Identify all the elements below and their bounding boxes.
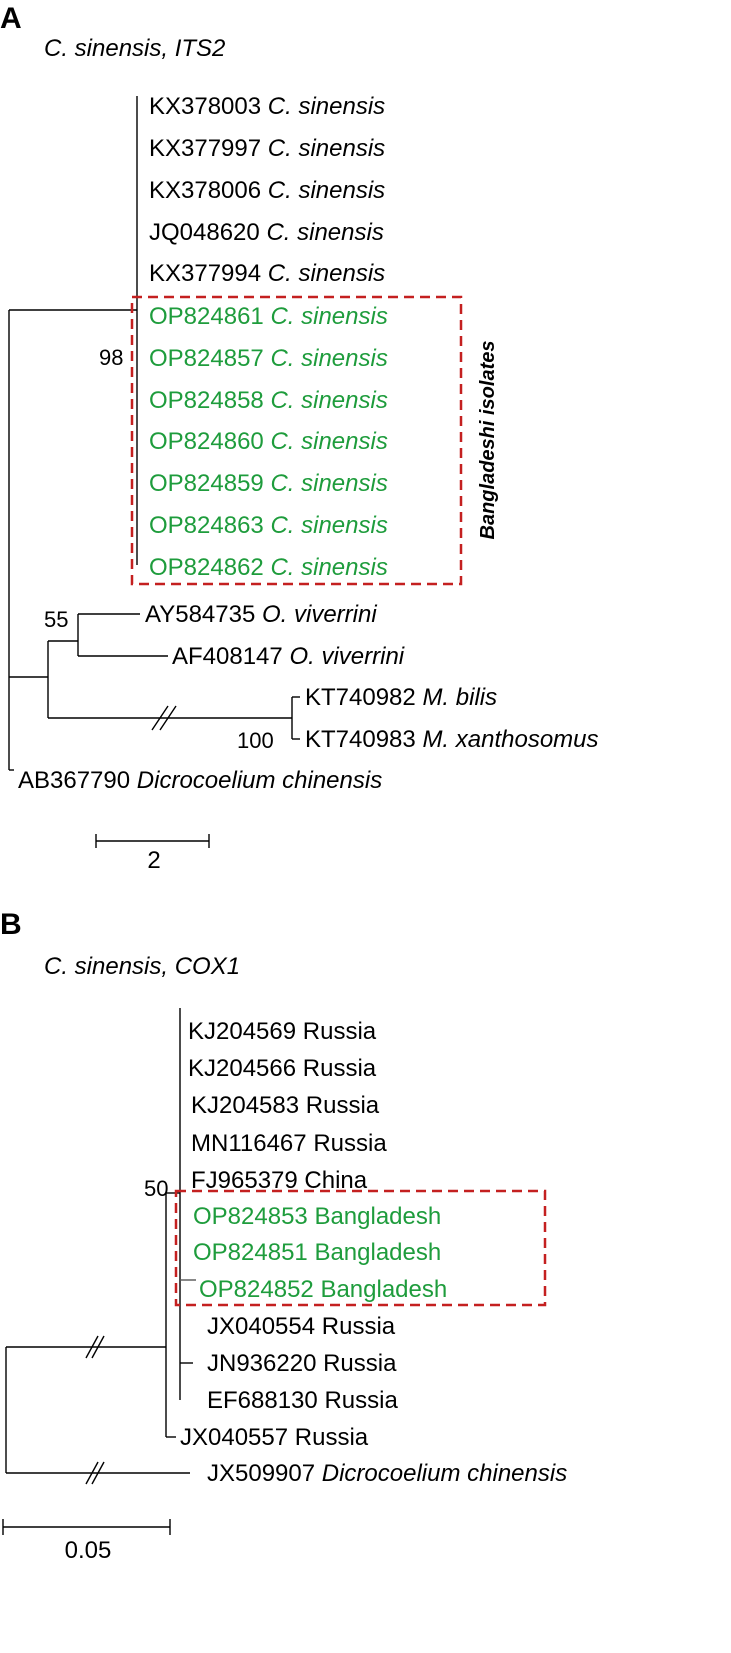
branch-break-mark-1 [151,705,169,731]
leaf-op824851: OP824851 Bangladesh [193,1239,441,1266]
bootstrap-csinensis: 98 [99,345,123,370]
bootstrap-opisthorchis: 55 [44,607,68,632]
panel-a-leaves: KX378003 C. sinensis KX377997 C. sinensi… [18,93,599,794]
b-break-mark-2 [91,1335,105,1359]
leaf-op824857: OP824857 C. sinensis [149,345,388,372]
panel-b-title: C. sinensis, COX1 [44,953,240,980]
b-break-mark-3 [85,1461,99,1485]
scale-bar-a: 2 [95,834,210,874]
leaf-mn116467: MN116467 Russia [191,1130,387,1157]
bangladeshi-isolates-box [130,295,463,586]
leaf-kj204583: KJ204583 Russia [191,1092,380,1119]
bangladesh-cox1-box [174,1189,547,1307]
panel-a-title: C. sinensis, ITS2 [44,35,225,62]
leaf-ab367790: AB367790 Dicrocoelium chinensis [18,767,382,794]
leaf-kx377994: KX377994 C. sinensis [149,260,385,287]
leaf-op824862: OP824862 C. sinensis [149,554,388,581]
leaf-op824860: OP824860 C. sinensis [149,428,388,455]
panel-b-tree [5,1008,196,1485]
b-break-mark-1 [85,1335,99,1359]
scale-bar-a-label: 2 [147,847,160,874]
bootstrap-cox1-inner: 50 [144,1176,168,1201]
leaf-jx040557: JX040557 Russia [180,1424,369,1451]
leaf-op824859: OP824859 C. sinensis [149,470,388,497]
leaf-op824852: OP824852 Bangladesh [199,1276,447,1303]
leaf-kx378003: KX378003 C. sinensis [149,93,385,120]
leaf-kj204569: KJ204569 Russia [188,1018,377,1045]
leaf-op824858: OP824858 C. sinensis [149,387,388,414]
leaf-op824861: OP824861 C. sinensis [149,303,388,330]
leaf-jx509907: JX509907 Dicrocoelium chinensis [207,1460,567,1487]
panel-b-leaves: KJ204569 Russia KJ204566 Russia KJ204583… [180,1018,567,1487]
panel-a-letter: A [0,2,22,35]
leaf-op824853: OP824853 Bangladesh [193,1203,441,1230]
leaf-kt740983: KT740983 M. xanthosomus [305,726,599,753]
leaf-ay584735: AY584735 O. viverrini [145,601,377,628]
leaf-kx378006: KX378006 C. sinensis [149,177,385,204]
bangladeshi-isolates-label: Bangladeshi isolates [477,341,499,540]
leaf-op824863: OP824863 C. sinensis [149,512,388,539]
bootstrap-metorchis: 100 [237,728,274,753]
leaf-jq048620: JQ048620 C. sinensis [149,219,384,246]
panel-a-tree [8,96,300,771]
leaf-kt740982: KT740982 M. bilis [305,684,497,711]
leaf-jn936220: JN936220 Russia [207,1350,397,1377]
leaf-kj204566: KJ204566 Russia [188,1055,377,1082]
scale-bar-b: 0.05 [2,1519,171,1564]
leaf-jx040554: JX040554 Russia [207,1313,396,1340]
b-break-mark-4 [91,1461,105,1485]
panel-b-letter: B [0,908,22,941]
leaf-kx377997: KX377997 C. sinensis [149,135,385,162]
leaf-af408147: AF408147 O. viverrini [172,643,405,670]
leaf-fj965379: FJ965379 China [191,1167,368,1194]
branch-break-mark-2 [159,705,177,731]
scale-bar-b-label: 0.05 [65,1537,112,1564]
leaf-ef688130: EF688130 Russia [207,1387,398,1414]
